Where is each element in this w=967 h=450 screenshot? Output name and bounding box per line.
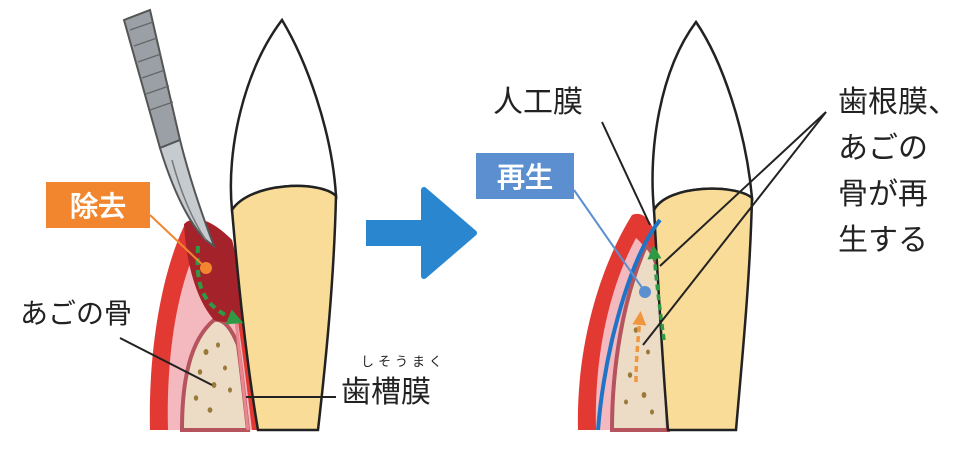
result-line-2: あごの: [838, 131, 928, 166]
membrane-label: 人工膜: [493, 85, 583, 120]
result-line-4: 生する: [838, 223, 928, 258]
right-orange-arrow: [632, 311, 647, 383]
left-tartar: [184, 219, 246, 323]
process-arrow: [366, 187, 477, 279]
result-line-3: 骨が再: [838, 177, 928, 212]
remove-badge: 除去: [46, 182, 150, 228]
left-bone-specks: [193, 342, 232, 413]
regen-pointer-line: [573, 189, 646, 293]
bone-leader-line: [119, 337, 213, 386]
ligament-label: 歯槽膜: [341, 375, 431, 410]
right-tooth-diagram: [573, 19, 754, 432]
bone-label: あごの骨: [20, 297, 132, 330]
left-ligament-line: [234, 319, 250, 431]
scaler-instrument: [122, 8, 216, 249]
regen-label: 再生: [497, 161, 553, 194]
left-tooth-crown: [229, 17, 338, 214]
result-line-1: 歯根膜、: [838, 85, 958, 120]
membrane-leader-line: [601, 121, 651, 226]
remove-label: 除去: [70, 190, 126, 223]
remove-pointer-dot: [200, 262, 212, 274]
right-green-arrow: [647, 245, 666, 341]
artificial-membrane: [596, 218, 662, 431]
result-leader-line-2: [642, 111, 827, 346]
result-label: 歯根膜、 あごの 骨が再 生する: [838, 85, 958, 258]
remove-pointer-line: [149, 214, 207, 269]
result-leader-line-1: [659, 111, 827, 267]
right-bone-specks: [624, 327, 654, 415]
ligament-ruby: しそうまく: [361, 355, 446, 370]
left-tooth-diagram: [122, 8, 338, 432]
regen-pointer-dot: [639, 286, 651, 298]
right-tooth-crown: [651, 19, 754, 215]
regen-badge: 再生: [476, 153, 574, 199]
